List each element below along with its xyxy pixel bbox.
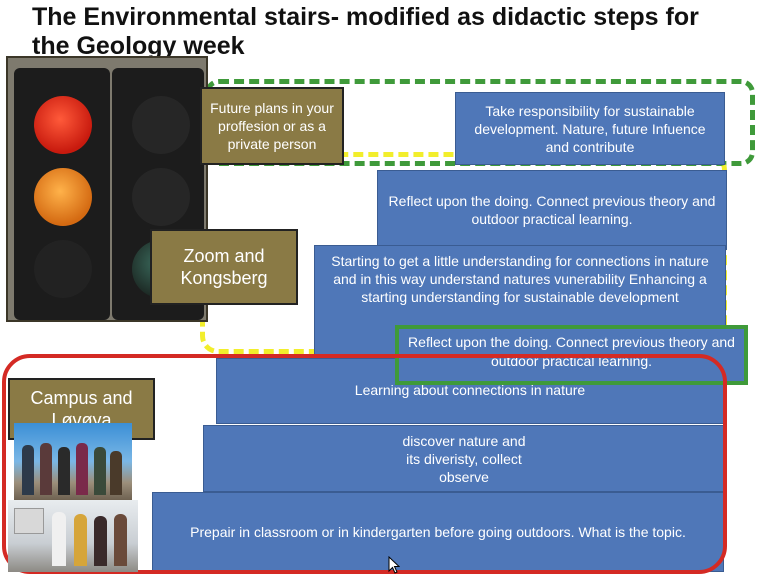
person-figure [94, 447, 106, 495]
off-lamp-icon [132, 96, 190, 154]
off-lamp-icon [132, 168, 190, 226]
amber-lamp-icon [34, 168, 92, 226]
mouse-pointer-icon [388, 556, 400, 574]
page-title: The Environmental stairs- modified as di… [32, 3, 699, 56]
step-2: discover nature and its diveristy, colle… [203, 425, 725, 492]
title-area: The Environmental stairs- modified as di… [0, 0, 768, 56]
step-6: Reflect upon the doing. Connect previous… [377, 170, 727, 250]
traffic-light-left [14, 68, 110, 320]
person-figure [114, 514, 127, 566]
red-frame [2, 354, 727, 574]
person-figure [94, 516, 107, 566]
person-figure [52, 512, 66, 566]
whiteboard-shape [14, 508, 44, 534]
zoom-kongsberg-label: Zoom and Kongsberg [150, 229, 298, 305]
future-plans-label: Future plans in your proffesion or as a … [200, 87, 344, 165]
person-figure [110, 451, 122, 495]
red-lamp-icon [34, 96, 92, 154]
person-figure [76, 443, 88, 495]
person-figure [22, 445, 34, 495]
person-figure [58, 447, 70, 495]
person-figure [74, 514, 87, 566]
person-figure [40, 443, 52, 495]
outdoor-group-photo [14, 423, 132, 508]
classroom-photo [8, 500, 138, 572]
off-lamp-icon [34, 240, 92, 298]
step-1: Prepair in classroom or in kindergarten … [152, 492, 724, 572]
step-7: Take responsibility for sustainable deve… [455, 92, 725, 165]
